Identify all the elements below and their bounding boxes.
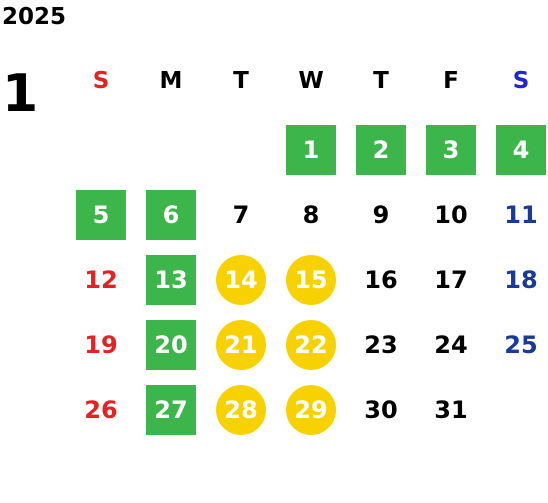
day-cell-31[interactable]: 31 — [434, 396, 468, 424]
day-cell-24[interactable]: 24 — [434, 331, 468, 359]
day-cell-6[interactable]: 6 — [146, 190, 196, 240]
day-cell-3[interactable]: 3 — [426, 125, 476, 175]
day-cell-30[interactable]: 30 — [364, 396, 398, 424]
day-cell-10[interactable]: 10 — [434, 201, 468, 229]
weekday-header-sunday: S — [92, 68, 110, 94]
weekday-header-tuesday: T — [233, 68, 249, 94]
day-cell-22[interactable]: 22 — [286, 320, 336, 370]
day-cell-14[interactable]: 14 — [216, 255, 266, 305]
weekday-header-saturday: S — [512, 68, 530, 94]
day-cell-4[interactable]: 4 — [496, 125, 546, 175]
day-cell-25[interactable]: 25 — [504, 331, 538, 359]
month-number: 1 — [2, 64, 39, 124]
day-cell-23[interactable]: 23 — [364, 331, 398, 359]
day-cell-7[interactable]: 7 — [232, 201, 250, 229]
weekday-header-monday: M — [159, 68, 183, 94]
day-cell-8[interactable]: 8 — [302, 201, 320, 229]
day-cell-26[interactable]: 26 — [84, 396, 118, 424]
day-cell-17[interactable]: 17 — [434, 266, 468, 294]
day-cell-9[interactable]: 9 — [372, 201, 390, 229]
year-label: 2025 — [2, 4, 67, 30]
day-cell-5[interactable]: 5 — [76, 190, 126, 240]
day-cell-21[interactable]: 21 — [216, 320, 266, 370]
day-cell-1[interactable]: 1 — [286, 125, 336, 175]
day-cell-28[interactable]: 28 — [216, 385, 266, 435]
day-cell-20[interactable]: 20 — [146, 320, 196, 370]
day-cell-11[interactable]: 11 — [504, 201, 538, 229]
day-cell-18[interactable]: 18 — [504, 266, 538, 294]
day-cell-29[interactable]: 29 — [286, 385, 336, 435]
day-cell-15[interactable]: 15 — [286, 255, 336, 305]
day-cell-12[interactable]: 12 — [84, 266, 118, 294]
day-cell-16[interactable]: 16 — [364, 266, 398, 294]
day-cell-2[interactable]: 2 — [356, 125, 406, 175]
day-cell-19[interactable]: 19 — [84, 331, 118, 359]
weekday-header-friday: F — [443, 68, 459, 94]
weekday-header-wednesday: W — [298, 68, 324, 94]
day-cell-27[interactable]: 27 — [146, 385, 196, 435]
weekday-header-thursday: T — [373, 68, 389, 94]
day-cell-13[interactable]: 13 — [146, 255, 196, 305]
